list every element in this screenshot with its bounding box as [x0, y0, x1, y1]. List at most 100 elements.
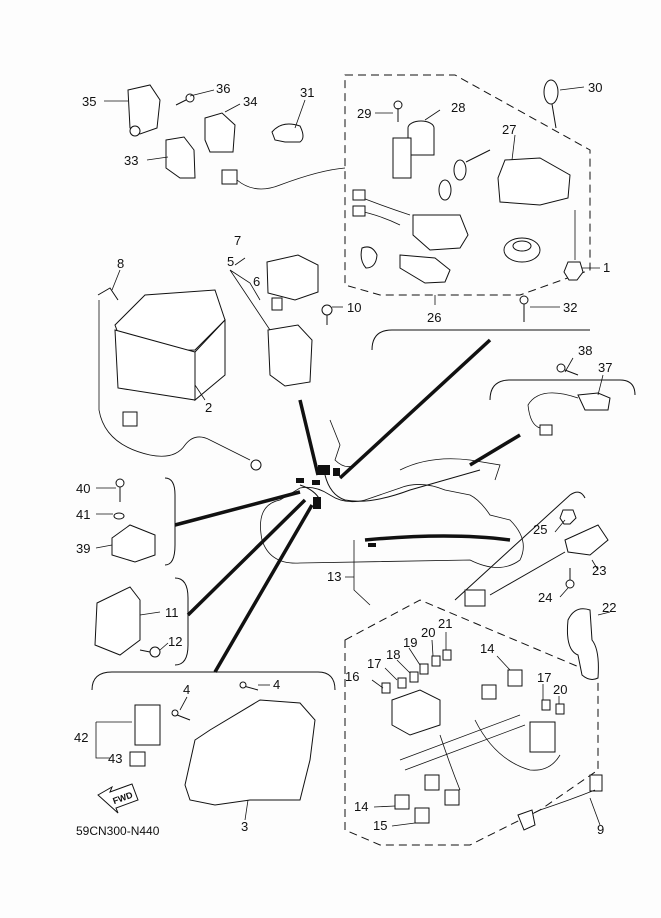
callout-42[interactable]: 42 — [74, 730, 88, 745]
callout-6[interactable]: 6 — [253, 274, 260, 289]
callout-22[interactable]: 22 — [602, 600, 616, 615]
part-main-switch-28 — [392, 120, 435, 179]
callout-2[interactable]: 2 — [205, 400, 212, 415]
callout-20[interactable]: 20 — [421, 625, 435, 640]
callout-21[interactable]: 21 — [438, 616, 452, 631]
callout-20b[interactable]: 20 — [553, 682, 567, 697]
part-battery-cable-8 — [97, 287, 262, 471]
callout-39[interactable]: 39 — [76, 541, 90, 556]
callout-18[interactable]: 18 — [386, 647, 400, 662]
part-keys — [438, 149, 491, 201]
callout-14[interactable]: 14 — [480, 641, 494, 656]
part-bolt-29 — [393, 100, 403, 122]
callout-17[interactable]: 17 — [367, 656, 381, 671]
part-fuse-6 — [271, 297, 283, 311]
callout-23[interactable]: 23 — [592, 563, 606, 578]
drawing-code: 59CN300-N440 — [76, 824, 160, 838]
part-lock-cylinder — [503, 237, 541, 263]
callout-33[interactable]: 33 — [124, 153, 138, 168]
part-clamp-35 — [127, 84, 161, 137]
part-holder-34 — [204, 112, 236, 153]
callout-9[interactable]: 9 — [597, 822, 604, 837]
callout-13[interactable]: 13 — [327, 569, 341, 584]
callout-15[interactable]: 15 — [373, 818, 387, 833]
callout-5[interactable]: 5 — [227, 254, 234, 269]
part-rivet-4 — [171, 709, 191, 721]
part-clamp-22 — [567, 608, 599, 680]
part-washer-41 — [113, 512, 125, 520]
part-relay-14 — [507, 669, 523, 687]
part-bolt-12 — [139, 646, 161, 658]
panel-outline-11 — [174, 577, 189, 666]
callout-27[interactable]: 27 — [502, 122, 516, 137]
leader-line — [298, 399, 320, 476]
part-nut-25 — [559, 509, 577, 525]
panel-outline-39 — [164, 477, 176, 566]
callout-38[interactable]: 38 — [578, 343, 592, 358]
leader-line — [364, 534, 511, 542]
callout-7[interactable]: 7 — [234, 233, 241, 248]
part-sub-harness-9 — [517, 774, 603, 831]
part-screw-24 — [565, 568, 575, 589]
callout-17b[interactable]: 17 — [537, 670, 551, 685]
callout-34[interactable]: 34 — [243, 94, 257, 109]
part-connector — [221, 167, 346, 190]
callout-10[interactable]: 10 — [347, 300, 361, 315]
callout-24[interactable]: 24 — [538, 590, 552, 605]
callout-40[interactable]: 40 — [76, 481, 90, 496]
part-main-switch-set-26 — [352, 189, 469, 284]
callout-4a[interactable]: 4 — [183, 682, 190, 697]
callout-41[interactable]: 41 — [76, 507, 90, 522]
callout-11[interactable]: 11 — [165, 605, 179, 620]
part-switch-37 — [527, 392, 611, 436]
callout-31[interactable]: 31 — [300, 85, 314, 100]
callout-28[interactable]: 28 — [451, 100, 465, 115]
part-starter-relay-5 — [267, 324, 313, 387]
callout-30[interactable]: 30 — [588, 80, 602, 95]
group-box-fuse-box — [344, 599, 599, 846]
part-sensor-23 — [464, 524, 609, 607]
panel-outline-bottom — [91, 671, 336, 691]
callout-16[interactable]: 16 — [345, 669, 359, 684]
panel-outline-right — [489, 379, 636, 401]
part-clamp-31 — [271, 123, 304, 143]
callout-12[interactable]: 12 — [168, 634, 182, 649]
part-cover-33 — [165, 136, 196, 179]
part-screw-32 — [519, 295, 529, 322]
callout-37[interactable]: 37 — [598, 360, 612, 375]
part-fuse-box-harness — [391, 684, 561, 824]
callout-14b[interactable]: 14 — [354, 799, 368, 814]
part-bolt-10 — [321, 304, 333, 325]
callout-4b[interactable]: 4 — [273, 677, 280, 692]
part-screw-38 — [556, 363, 579, 376]
callout-leaders — [95, 86, 611, 827]
leader-line — [213, 504, 314, 673]
part-fuses — [381, 649, 565, 715]
fwd-arrow-icon: FWD — [97, 783, 139, 814]
part-key-30 — [543, 79, 559, 129]
callout-35[interactable]: 35 — [82, 94, 96, 109]
part-immobilizer-27 — [497, 157, 571, 206]
motorcycle-outline — [260, 419, 524, 568]
callout-25[interactable]: 25 — [533, 522, 547, 537]
group-box-main-switch — [344, 74, 591, 296]
part-relay-assembly-42 — [95, 704, 161, 767]
callout-36[interactable]: 36 — [216, 81, 230, 96]
leader-line — [338, 338, 492, 480]
callout-3[interactable]: 3 — [241, 819, 248, 834]
callout-43[interactable]: 43 — [108, 751, 122, 766]
leader-line — [469, 433, 521, 467]
part-regulator-11 — [94, 586, 141, 656]
part-nut-1 — [563, 261, 584, 281]
callout-32[interactable]: 32 — [563, 300, 577, 315]
part-unit-39 — [111, 524, 156, 563]
leader-line — [186, 498, 307, 617]
part-relay-cover-7 — [266, 254, 319, 301]
callout-26[interactable]: 26 — [427, 310, 441, 325]
callout-1[interactable]: 1 — [603, 260, 610, 275]
callout-29[interactable]: 29 — [357, 106, 371, 121]
callout-8[interactable]: 8 — [117, 256, 124, 271]
panel-outline-switch — [371, 329, 590, 351]
callout-19[interactable]: 19 — [403, 635, 417, 650]
